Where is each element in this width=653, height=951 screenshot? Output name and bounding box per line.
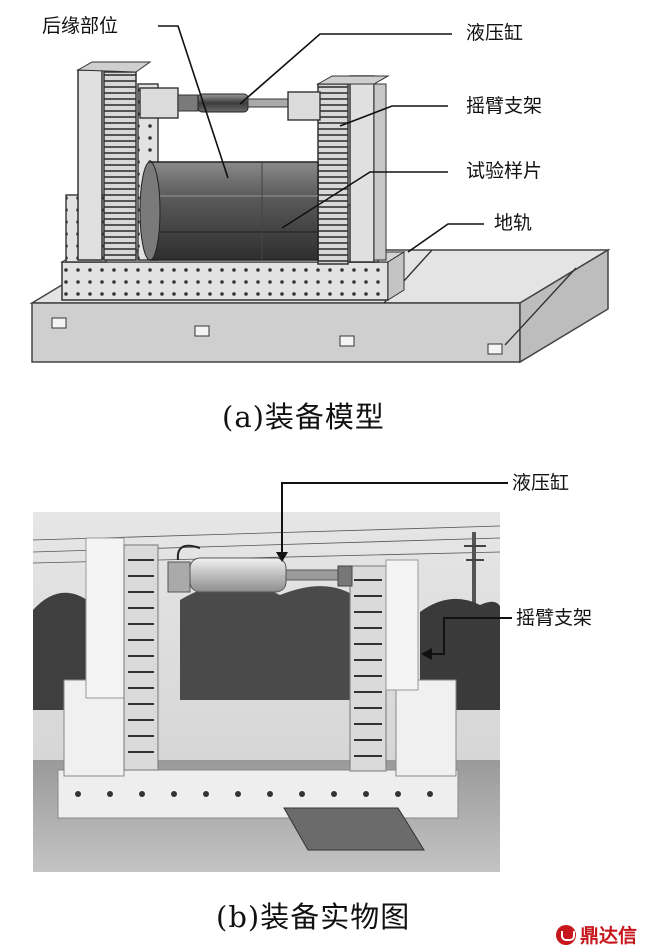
label-test-specimen: 试验样片 bbox=[466, 160, 543, 182]
label-rocker-support-a: 摇臂支架 bbox=[466, 95, 543, 117]
arrow-rocker-icon bbox=[421, 648, 432, 660]
caption-a: (a)装备模型 bbox=[222, 400, 385, 434]
label-hydraulic-cylinder-b: 液压缸 bbox=[512, 472, 570, 494]
watermark-text: 鼎达信 bbox=[580, 925, 638, 947]
panel-b-leader-lines bbox=[281, 482, 512, 655]
watermark-logo: 鼎达信 bbox=[556, 921, 637, 948]
test-specimen bbox=[139, 161, 319, 261]
photo-left-rocker bbox=[85, 537, 159, 771]
photo-right-rocker bbox=[349, 559, 419, 772]
label-rocker-support-b: 摇臂支架 bbox=[516, 607, 593, 629]
label-trailing-edge: 后缘部位 bbox=[42, 15, 119, 37]
panel-a-leader-lines bbox=[158, 25, 484, 253]
hydraulic-cylinder-model bbox=[139, 87, 321, 121]
label-ground-rail: 地轨 bbox=[494, 212, 533, 234]
arrow-cylinder-icon bbox=[276, 552, 288, 562]
label-hydraulic-cylinder-a: 液压缸 bbox=[466, 22, 524, 44]
caption-b: (b)装备实物图 bbox=[216, 900, 411, 934]
watermark-icon bbox=[556, 924, 576, 945]
photo-hydraulic-cylinder bbox=[167, 544, 353, 593]
